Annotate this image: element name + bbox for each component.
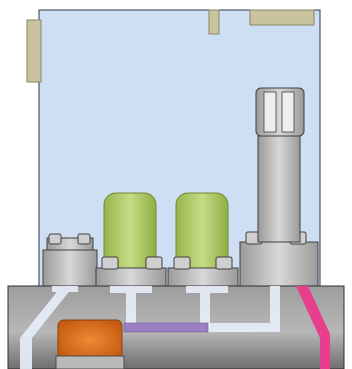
orange-block <box>55 319 125 369</box>
block-left <box>42 233 98 287</box>
channel-right-t <box>186 286 228 328</box>
actuator-tower <box>239 87 319 287</box>
channel-right-return <box>206 286 280 332</box>
channel-left-diagonal <box>20 286 78 369</box>
channel-bottom-purple <box>123 322 209 333</box>
tab-top-small <box>208 9 220 35</box>
tab-left-vertical <box>26 19 42 83</box>
channel-pink <box>296 286 330 369</box>
coil-base-right <box>167 256 239 287</box>
tab-top-right <box>249 9 315 26</box>
channel-center-t <box>110 286 152 328</box>
coil-base-left <box>95 256 167 287</box>
